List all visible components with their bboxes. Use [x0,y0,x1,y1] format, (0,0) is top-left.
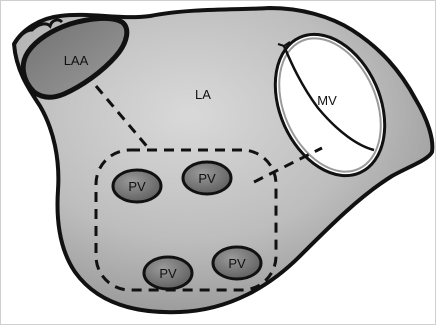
label-laa: LAA [64,53,89,68]
label-la: LA [195,87,211,102]
label-pv-2: PV [198,171,216,186]
label-pv-4: PV [228,256,246,271]
label-mv: MV [317,93,337,108]
label-pv-3: PV [159,266,177,281]
label-pv-1: PV [128,179,146,194]
